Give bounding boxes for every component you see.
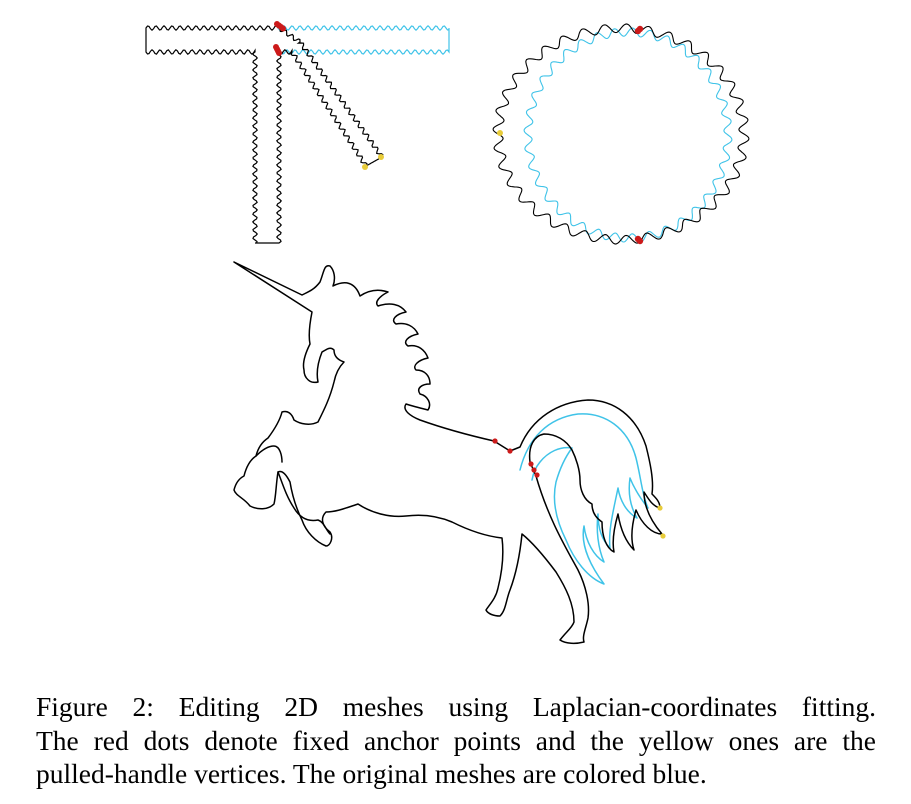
- figure-caption: Figure 2: Editing 2D meshes using Laplac…: [36, 690, 876, 791]
- handle-point: [660, 533, 666, 539]
- handle-point: [362, 164, 368, 170]
- t-deformed-outline: [145, 24, 384, 244]
- t-original-outline: [277, 24, 450, 56]
- t-shape-mesh: [145, 21, 450, 244]
- unicorn-body-outline: [233, 261, 663, 645]
- unicorn-inner-detail: [277, 471, 331, 535]
- anchor-point: [636, 25, 644, 33]
- ring-deformed-outline: [492, 23, 750, 245]
- handle-point: [657, 505, 663, 511]
- caption-line-3: pulled-handle vertices. The original mes…: [36, 758, 707, 789]
- anchor-point: [507, 448, 513, 454]
- anchor-point: [528, 461, 534, 467]
- anchor-point: [492, 438, 498, 444]
- anchor-point: [276, 50, 282, 56]
- anchor-point: [280, 25, 286, 32]
- ring-original-outline: [523, 27, 733, 243]
- handle-point: [497, 130, 503, 136]
- figure-canvas: [145, 21, 750, 645]
- caption-line-1: Figure 2: Editing 2D meshes using Laplac…: [36, 691, 876, 722]
- anchor-point: [531, 467, 537, 473]
- anchor-point: [636, 237, 644, 245]
- unicorn-mesh: [233, 261, 666, 645]
- caption-line-2: The red dots denote fixed anchor points …: [36, 724, 876, 756]
- unicorn-inner-detail-2: [255, 445, 283, 463]
- ring-mesh: [492, 23, 750, 245]
- handle-point: [378, 154, 384, 160]
- anchor-point: [534, 472, 540, 478]
- unicorn-tail-original: [519, 413, 649, 585]
